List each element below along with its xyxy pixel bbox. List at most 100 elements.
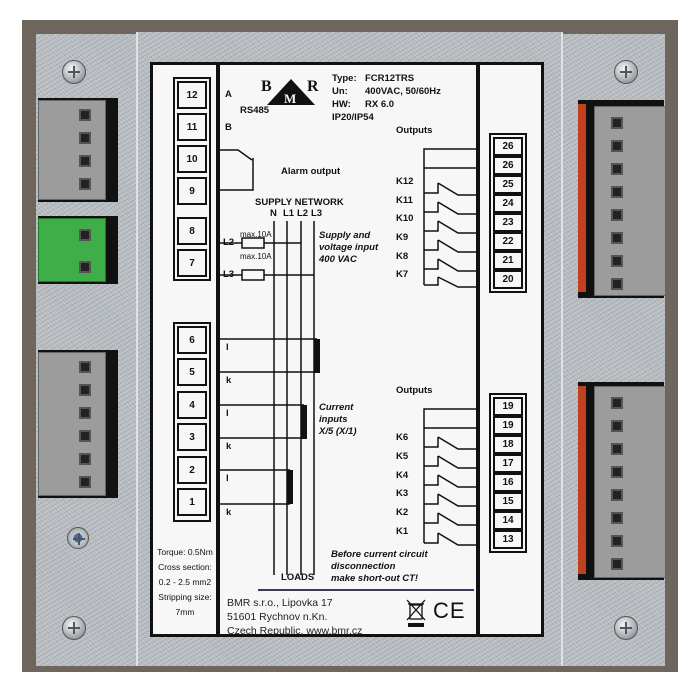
fuse-label: max.10A xyxy=(240,252,272,261)
terminal-hole[interactable] xyxy=(611,140,623,152)
terminal-hole[interactable] xyxy=(79,132,91,144)
warning-text: disconnection xyxy=(331,561,396,572)
phase-l2: L2 xyxy=(297,208,309,219)
connector-8-7[interactable] xyxy=(38,218,106,282)
terminal-14: 14 xyxy=(493,511,523,530)
warning-text: Before current circuit xyxy=(331,549,428,560)
terminal-hole[interactable] xyxy=(611,535,623,547)
rs485-b: B xyxy=(225,122,232,133)
terminal-hole[interactable] xyxy=(79,155,91,167)
terminal-hole[interactable] xyxy=(79,261,91,273)
phase-l3: L3 xyxy=(311,208,323,219)
screw-icon xyxy=(62,60,86,84)
relay-outputs-k12-k7-icon xyxy=(423,148,476,288)
alarm-relay-symbol-icon xyxy=(220,149,254,191)
relay-k2: K2 xyxy=(396,507,409,518)
terminal-8: 8 xyxy=(177,217,207,245)
terminal-3: 3 xyxy=(177,423,207,451)
terminal-hole[interactable] xyxy=(611,163,623,175)
relay-k11: K11 xyxy=(396,195,413,206)
relay-k7: K7 xyxy=(396,269,409,280)
warning-text: make short-out CT! xyxy=(331,573,419,584)
voltage-input-l3: L3 xyxy=(223,269,235,280)
divider xyxy=(476,65,480,634)
screw-icon xyxy=(62,616,86,640)
connector-12-9[interactable] xyxy=(38,100,106,200)
rs485-a: A xyxy=(225,89,232,100)
terminal-hole[interactable] xyxy=(611,232,623,244)
supply-text: 400 VAC xyxy=(319,254,357,265)
terminal-hole[interactable] xyxy=(611,255,623,267)
connector-26-20[interactable] xyxy=(594,106,666,296)
terminal-19: 19 xyxy=(493,397,523,416)
ip-rating: IP20/IP54 xyxy=(332,112,374,123)
terminal-hole[interactable] xyxy=(79,109,91,121)
terminal-hole[interactable] xyxy=(611,420,623,432)
terminal-9: 9 xyxy=(177,177,207,205)
terminal-hole[interactable] xyxy=(79,384,91,396)
terminal-12: 12 xyxy=(177,81,207,109)
ct-pin-k: k xyxy=(226,441,232,452)
output-terminal-block-bottom xyxy=(489,393,527,553)
relay-k3: K3 xyxy=(396,488,409,499)
terminal-11: 11 xyxy=(177,113,207,141)
ct-pin-l: l xyxy=(226,408,229,419)
screw-icon xyxy=(614,616,638,640)
terminal-7: 7 xyxy=(177,249,207,277)
spec-value-type: FCR12TRS xyxy=(365,73,415,84)
terminal-block-bottom xyxy=(173,322,211,522)
terminal-hole[interactable] xyxy=(611,278,623,290)
terminal-hole[interactable] xyxy=(611,117,623,129)
terminal-1: 1 xyxy=(177,488,207,516)
fuse-label: max.10A xyxy=(240,230,272,239)
terminal-hole[interactable] xyxy=(611,466,623,478)
terminal-hole[interactable] xyxy=(79,476,91,488)
terminal-22: 22 xyxy=(493,232,523,251)
terminal-23: 23 xyxy=(493,213,523,232)
terminal-hole[interactable] xyxy=(79,229,91,241)
terminal-hole[interactable] xyxy=(611,512,623,524)
spec-value-un: 400VAC, 50/60Hz xyxy=(365,86,441,97)
weee-bin-icon xyxy=(406,599,426,627)
grounding-bolt-icon xyxy=(67,527,89,549)
relay-marker xyxy=(578,104,586,292)
relay-k12: K12 xyxy=(396,176,414,187)
output-terminal-block-top xyxy=(489,133,527,293)
ct-pin-l: l xyxy=(226,473,229,484)
current-inputs-text: X/5 (X/1) xyxy=(319,426,357,437)
terminal-hole[interactable] xyxy=(79,430,91,442)
terminal-19b: 19 xyxy=(493,416,523,435)
connector-19-13[interactable] xyxy=(594,386,666,578)
relay-k5: K5 xyxy=(396,451,409,462)
connector-6-1[interactable] xyxy=(38,352,106,496)
terminal-hole[interactable] xyxy=(79,453,91,465)
terminal-hole[interactable] xyxy=(79,407,91,419)
screw-icon xyxy=(614,60,638,84)
terminal-hole[interactable] xyxy=(611,443,623,455)
supply-wiring-diagram xyxy=(220,221,320,575)
ct-pin-l: l xyxy=(226,342,229,353)
terminal-hole[interactable] xyxy=(79,178,91,190)
terminal-hole[interactable] xyxy=(79,361,91,373)
terminal-13: 13 xyxy=(493,530,523,549)
spec-key: HW: xyxy=(332,99,351,110)
terminal-2: 2 xyxy=(177,456,207,484)
relay-k4: K4 xyxy=(396,470,409,481)
ct-pin-k: k xyxy=(226,507,232,518)
relay-k8: K8 xyxy=(396,251,409,262)
terminal-hole[interactable] xyxy=(611,209,623,221)
outputs-label: Outputs xyxy=(396,385,433,396)
terminal-hole[interactable] xyxy=(611,558,623,570)
terminal-hole[interactable] xyxy=(611,186,623,198)
relay-k6: K6 xyxy=(396,432,409,443)
alarm-output-label: Alarm output xyxy=(281,166,341,177)
spec-key: Type: xyxy=(332,73,357,84)
spec-key: Un: xyxy=(332,86,348,97)
terminal-hole[interactable] xyxy=(611,489,623,501)
svg-text:B: B xyxy=(261,78,272,95)
divider xyxy=(216,65,220,634)
terminal-4: 4 xyxy=(177,391,207,419)
terminal-18: 18 xyxy=(493,435,523,454)
supply-text: Supply and xyxy=(319,230,371,241)
terminal-hole[interactable] xyxy=(611,397,623,409)
